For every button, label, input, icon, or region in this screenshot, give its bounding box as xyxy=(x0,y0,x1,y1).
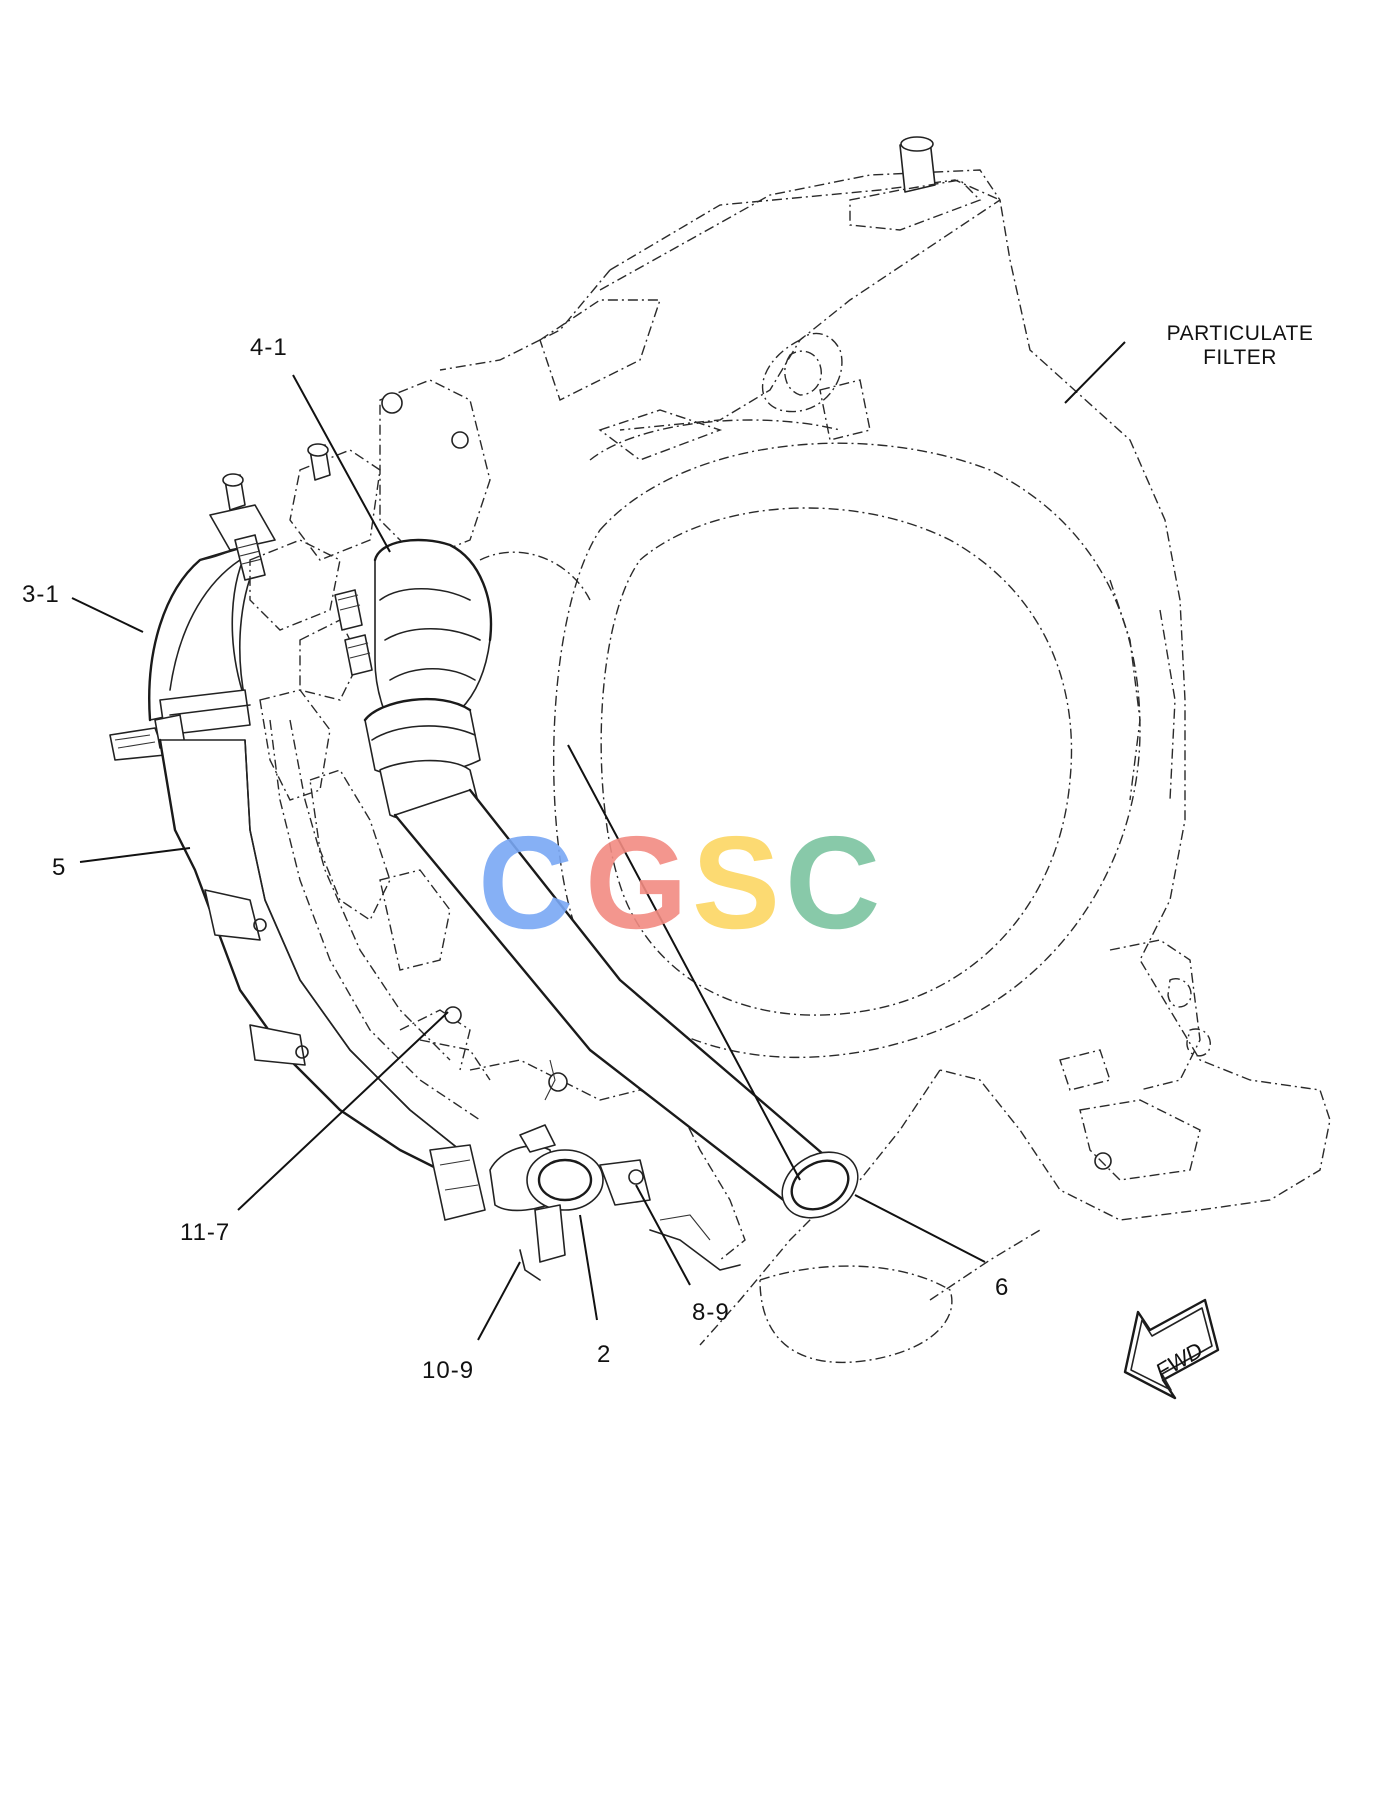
mounting-bracket-upper xyxy=(539,136,1001,461)
exhaust-tube-6 xyxy=(363,538,859,1219)
leader-8-9 xyxy=(635,1184,691,1286)
leader-2 xyxy=(579,1214,598,1321)
upper-bracket-cluster xyxy=(209,379,491,1081)
leader-10-9 xyxy=(477,1261,521,1341)
callout-labels: 4-1 3-1 5 11-7 10-9 2 8-9 6 PARTICULATE … xyxy=(22,322,1313,1384)
leader-11-7 xyxy=(237,1011,449,1211)
forward-direction-arrow: FWD xyxy=(1123,1298,1220,1400)
leader-4-1 xyxy=(292,374,391,553)
callout-3-1: 3-1 xyxy=(22,581,60,608)
watermark-letter-1: C xyxy=(478,809,573,956)
leader-particulate-filter xyxy=(1064,341,1126,404)
leader-lines xyxy=(71,341,1126,1341)
callout-10-9: 10-9 xyxy=(422,1357,474,1384)
lower-flange-assembly xyxy=(399,1009,746,1281)
callout-4-1: 4-1 xyxy=(250,334,288,361)
leader-tube-6-centerline xyxy=(567,744,801,1181)
leader-5 xyxy=(79,847,191,863)
watermark-letter-3: S xyxy=(692,809,780,956)
note-particulate: PARTICULATE xyxy=(1167,322,1314,345)
callout-11-7: 11-7 xyxy=(180,1219,230,1246)
callout-2: 2 xyxy=(597,1341,611,1368)
callout-6: 6 xyxy=(995,1274,1009,1301)
leader-6 xyxy=(854,1194,986,1263)
leader-3-1 xyxy=(71,597,144,633)
mounting-bracket-lower-right xyxy=(1059,939,1211,1181)
fwd-label: FWD xyxy=(1151,1337,1207,1384)
callout-8-9: 8-9 xyxy=(692,1299,730,1326)
watermark-letter-4: C xyxy=(785,809,880,956)
exhaust-elbow-3-1 xyxy=(109,543,256,761)
watermark-letter-2: G xyxy=(585,809,688,956)
watermark: C G S C xyxy=(478,809,880,956)
note-filter: FILTER xyxy=(1203,346,1277,369)
callout-5: 5 xyxy=(52,854,66,881)
